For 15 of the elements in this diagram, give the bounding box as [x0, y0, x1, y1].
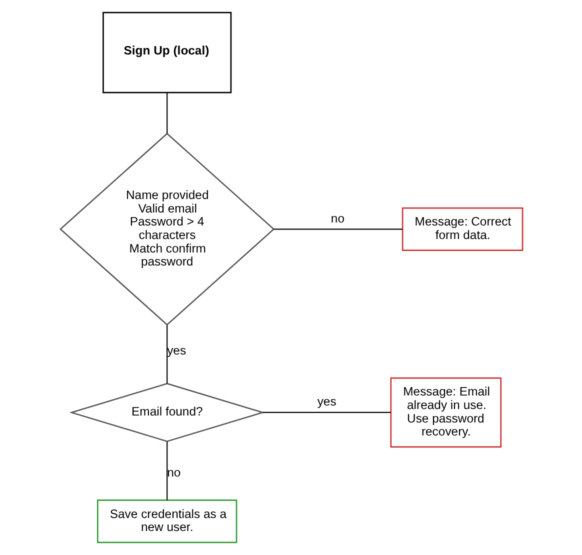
connector [166, 442, 168, 500]
node-diamond: Email found? [68, 382, 264, 442]
edge-label: yes [166, 343, 186, 358]
connector [273, 228, 402, 230]
node-diamond: Name provided Valid email Password > 4 characters Match confirm password [58, 132, 274, 326]
edge-label: yes [316, 394, 336, 409]
connector [166, 325, 168, 384]
edge-label: no [330, 211, 344, 226]
connector [262, 412, 390, 414]
edge-label: no [166, 466, 180, 480]
node-box: Message: Correct form data. [401, 207, 523, 251]
node-box: Sign Up (local) [102, 12, 232, 94]
connector [166, 92, 168, 134]
node-box: Save credentials as a new user. [96, 500, 237, 544]
node-box: Message: Email already in use. Use password recovery. [390, 377, 502, 448]
